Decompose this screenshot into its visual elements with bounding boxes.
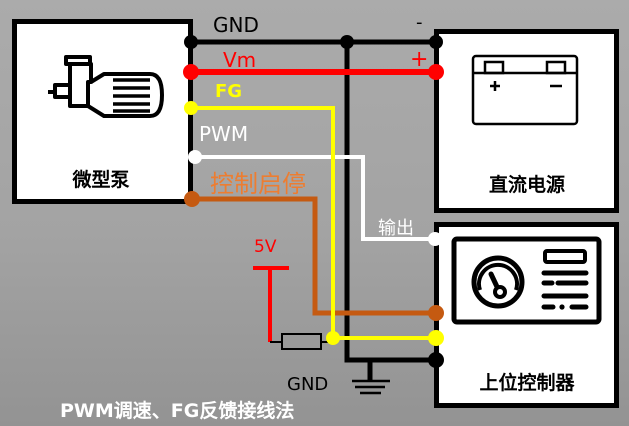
- pump-icon: [48, 55, 164, 118]
- controller-label: 上位控制器: [479, 371, 575, 394]
- fg-label: FG: [215, 81, 242, 102]
- pump-pwm-terminal: [188, 150, 202, 164]
- junctions: [183, 35, 444, 368]
- pump-block: 微型泵: [12, 19, 193, 204]
- power-minus-terminal: [429, 35, 443, 49]
- controller-gnd-terminal: [428, 352, 444, 368]
- gnd-junction: [340, 35, 354, 49]
- fg-pullup-junction: [326, 331, 340, 345]
- pump-control-terminal: [184, 191, 200, 207]
- power-minus-label: -: [416, 12, 423, 33]
- resistor: [281, 333, 322, 350]
- pump-fg-terminal: [184, 101, 198, 115]
- controller-control-terminal: [428, 305, 444, 321]
- controller-block: 上位控制器: [434, 222, 619, 408]
- dc-power-label: 直流电源: [489, 173, 565, 196]
- control-wire: [192, 196, 436, 316]
- fg-wire: [191, 106, 436, 340]
- controller-output-terminal: [428, 232, 442, 246]
- pump-gnd-terminal: [184, 35, 198, 49]
- dc-power-block: 直流电源: [434, 29, 619, 213]
- vm-label: Vm: [223, 48, 256, 72]
- gnd-label: GND: [213, 13, 259, 37]
- power-plus-terminal: [428, 64, 444, 80]
- output-label: 输出: [378, 218, 414, 239]
- battery-icon: [471, 54, 579, 126]
- controller-fg-terminal: [428, 330, 444, 346]
- controller-panel-icon: [451, 236, 602, 325]
- power-plus-label: +: [410, 47, 428, 72]
- pump-label: 微型泵: [71, 168, 129, 191]
- control-label: 控制启停: [210, 170, 306, 198]
- pwm-label: PWM: [199, 122, 248, 146]
- ground-symbol-icon: [352, 379, 390, 395]
- gnd-wire: [191, 39, 436, 380]
- pump-vm-terminal: [183, 64, 199, 80]
- ground-label: GND: [287, 374, 328, 395]
- diagram-title: PWM调速、FG反馈接线法: [60, 399, 294, 422]
- pullup-5v: [253, 266, 333, 350]
- pwm-wire: [196, 155, 435, 241]
- pullup-5v-label: 5V: [254, 237, 277, 257]
